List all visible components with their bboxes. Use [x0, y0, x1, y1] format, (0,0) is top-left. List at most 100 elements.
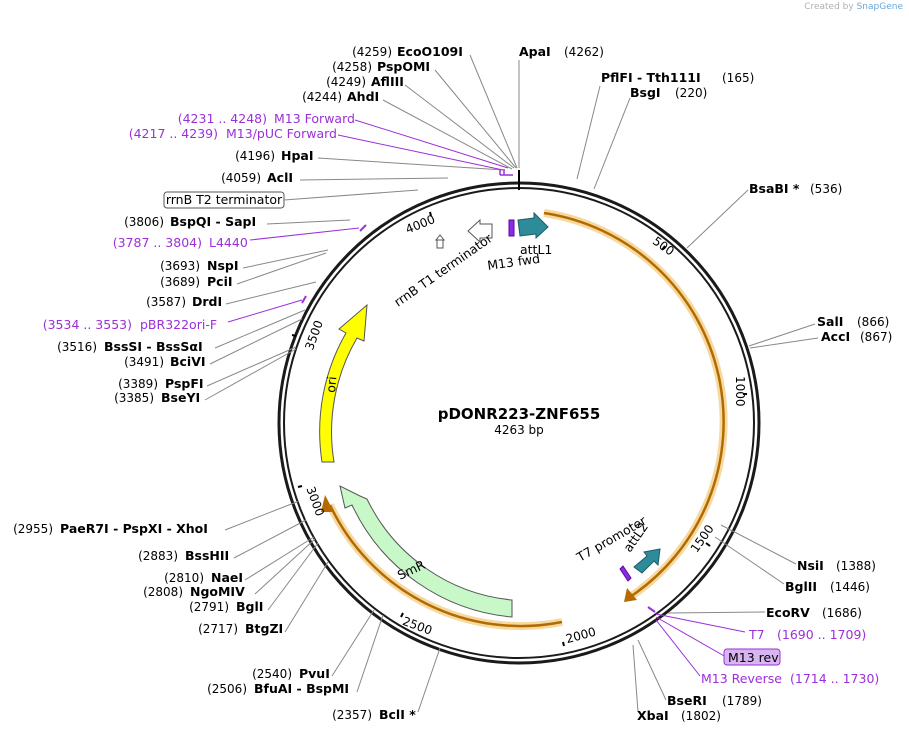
enzyme-pos: (4258) — [332, 60, 372, 74]
enzyme-name: PaeR7I - PspXI - XhoI — [60, 521, 208, 536]
primer-name: M13 Forward — [274, 111, 355, 126]
tick-1000: 1000 — [733, 376, 747, 407]
enzyme-pos: (4262) — [564, 45, 604, 59]
primer-labels: (4231 .. 4248) M13 Forward (4217 .. 4239… — [43, 111, 880, 686]
enzyme-name: AclI — [267, 170, 293, 185]
primer-name: pBR322ori-F — [140, 317, 217, 332]
rrnb-t2-leader — [283, 189, 419, 201]
tick-3000: 3000 — [303, 485, 327, 518]
enzymes-left: (4259) EcoO109I (4258) PspOMI (4249) Afl… — [13, 44, 463, 722]
enzyme-name: BspQI - SapI — [170, 214, 256, 229]
enzyme-name: AhdI — [347, 89, 379, 104]
credit-prefix: Created by — [804, 2, 854, 12]
enzyme-pos: (536) — [810, 182, 842, 196]
enzyme-name: BsaBI * — [749, 181, 800, 196]
enzyme-pos: (4059) — [221, 171, 261, 185]
enzyme-name: BssHII — [185, 548, 229, 563]
primer-range: (1714 .. 1730) — [790, 671, 879, 686]
primer-mark-t7 — [647, 606, 656, 613]
enzyme-pos: (3693) — [160, 259, 200, 273]
enzyme-pos: (4249) — [326, 75, 366, 89]
leader-lines-right — [518, 60, 819, 713]
enzyme-name: NaeI — [211, 570, 243, 585]
enzyme-pos: (4244) — [302, 90, 342, 104]
enzyme-pos: (3516) — [57, 340, 97, 354]
ori-arrow — [319, 303, 368, 463]
enzyme-pos: (1802) — [681, 709, 721, 723]
primer-range: (4217 .. 4239) — [129, 126, 218, 141]
enzyme-name: BfuAI - BspMI — [254, 681, 349, 696]
enzyme-name: BclI * — [379, 707, 416, 722]
primer-range: (3534 .. 3553) — [43, 317, 132, 332]
ori-label: ori — [323, 376, 339, 394]
primer-mark-pbr322ori — [301, 295, 307, 304]
enzyme-name: BseYI — [161, 390, 200, 405]
enzyme-name: BssSI - BssSαI — [104, 339, 203, 354]
enzyme-name: PspFI — [165, 376, 204, 391]
enzyme-pos: (1388) — [836, 559, 876, 573]
rrnb-t2-box: rrnB T2 terminator — [163, 191, 285, 209]
enzyme-name: BtgZI — [245, 621, 283, 636]
enzyme-name: BciVI — [170, 354, 206, 369]
primer-range: (1690 .. 1709) — [777, 627, 866, 642]
enzyme-name: DrdI — [192, 294, 222, 309]
enzyme-pos: (3491) — [124, 355, 164, 369]
m13-rev-highlight — [723, 648, 781, 666]
enzyme-name: PvuI — [299, 666, 330, 681]
enzyme-name: EcoRV — [766, 605, 810, 620]
plasmid-name: pDONR223-ZNF655 — [438, 405, 601, 423]
enzyme-name: AccI — [821, 329, 850, 344]
enzyme-pos: (4259) — [352, 45, 392, 59]
enzyme-name: BseRI — [667, 693, 707, 708]
lower-arc-arrowhead — [321, 495, 334, 512]
enzyme-pos: (2717) — [198, 622, 238, 636]
enzyme-name: PflFI - Tth111I — [601, 70, 701, 85]
enzyme-name: EcoO109I — [397, 44, 463, 59]
enzyme-name: AflIII — [371, 74, 404, 89]
enzyme-name: NgoMIV — [190, 584, 245, 599]
enzyme-pos: (1686) — [822, 606, 862, 620]
enzyme-pos: (3385) — [114, 391, 154, 405]
enzyme-pos: (1789) — [722, 694, 762, 708]
primer-mark-l4440 — [359, 224, 367, 232]
enzyme-pos: (2955) — [13, 522, 53, 536]
enzyme-pos: (2791) — [189, 600, 229, 614]
orf-arc — [543, 211, 725, 599]
enzyme-pos: (1446) — [830, 580, 870, 594]
attl2-arrow — [633, 548, 661, 574]
primer-name: T7 — [748, 627, 765, 642]
primer-range: (3787 .. 3804) — [113, 235, 202, 250]
enzyme-pos: (3587) — [146, 295, 186, 309]
enzyme-pos: (165) — [722, 71, 754, 85]
smr-arrow — [339, 485, 513, 618]
primer-name: M13/pUC Forward — [226, 126, 337, 141]
rrnb-t1-arrow-small — [434, 234, 446, 249]
enzymes-right: ApaI (4262) PflFI - Tth111I (165) BsgI (… — [519, 44, 892, 723]
enzyme-pos: (866) — [857, 315, 889, 329]
enzyme-pos: (2540) — [252, 667, 292, 681]
enzyme-pos: (3806) — [124, 215, 164, 229]
primer-name: L4440 — [209, 235, 248, 250]
m13fwd-label: M13 fwd — [486, 251, 541, 273]
enzyme-name: PciI — [207, 274, 233, 289]
enzyme-name: PspOMI — [377, 59, 430, 74]
enzyme-pos: (3689) — [160, 275, 200, 289]
primer-name: M13 rev — [728, 650, 779, 665]
lower-arc — [328, 504, 563, 628]
rrnb-t1-arrow-large — [467, 218, 493, 244]
enzyme-pos: (220) — [675, 86, 707, 100]
leader-lines-left — [204, 54, 518, 713]
enzyme-name: ApaI — [519, 44, 551, 59]
enzyme-name: NsiI — [797, 558, 824, 573]
enzyme-pos: (2883) — [138, 549, 178, 563]
enzyme-pos: (2357) — [332, 708, 372, 722]
enzyme-name: BglI — [236, 599, 263, 614]
m13fwd-primer-mark — [508, 219, 515, 237]
enzyme-name: SalI — [817, 314, 843, 329]
attl1-arrow — [517, 211, 549, 240]
enzyme-pos: (4196) — [235, 149, 275, 163]
enzyme-name: HpaI — [281, 148, 314, 163]
t7-promoter-mark — [619, 565, 632, 582]
attl1-label: attL1 — [520, 242, 552, 257]
